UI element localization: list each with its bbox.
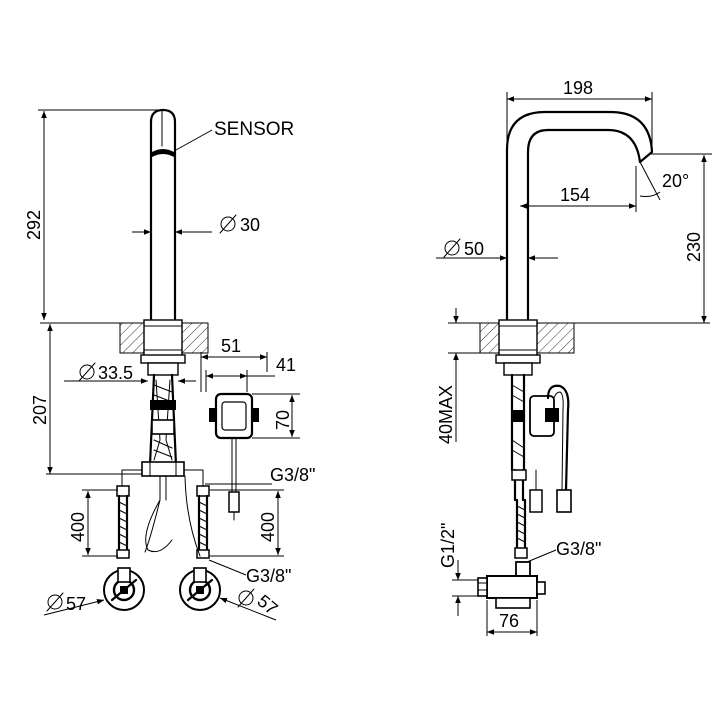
dim-198: 198 <box>563 78 593 98</box>
dim-400-right: 400 <box>258 512 278 542</box>
diameter-symbol-33-5 <box>78 362 96 382</box>
side-valve <box>477 561 546 609</box>
dim-40max: 40MAX <box>436 385 456 444</box>
left-flex-hose <box>116 485 130 559</box>
label-g38-side: G3/8" <box>556 539 601 559</box>
left-valve <box>103 567 145 611</box>
diameter-symbol-50 <box>443 238 461 258</box>
dim-30: 30 <box>240 215 260 235</box>
label-g12: G1/2" <box>438 523 458 568</box>
dim-76: 76 <box>499 611 519 631</box>
label-g38-bottom: G3/8" <box>246 566 291 586</box>
front-view: SENSOR 292 30 207 <box>24 108 315 621</box>
right-valve <box>179 567 221 611</box>
label-g38-top: G3/8" <box>270 465 315 485</box>
dim-51: 51 <box>221 336 241 356</box>
dim-400-left: 400 <box>68 512 88 542</box>
dim-41: 41 <box>276 355 296 375</box>
side-view: 198 20° 154 230 50 40MAX <box>436 78 712 636</box>
sensor-label: SENSOR <box>214 119 294 140</box>
dim-33-5: 33.5 <box>98 363 133 383</box>
right-flex-hose <box>196 485 210 559</box>
dim-angle-20: 20° <box>662 171 689 191</box>
dim-57-left: 57 <box>66 594 86 614</box>
dim-70: 70 <box>273 410 293 430</box>
dim-154: 154 <box>560 185 590 205</box>
dim-230: 230 <box>684 232 704 262</box>
diameter-symbol-57-right <box>237 588 255 608</box>
front-spout <box>149 108 177 322</box>
diameter-symbol-30 <box>219 214 237 234</box>
dim-50: 50 <box>464 239 484 259</box>
diameter-symbol-57-left <box>46 592 64 612</box>
side-spout <box>505 110 654 322</box>
dim-292: 292 <box>24 210 44 240</box>
dim-57-right: 57 <box>253 591 281 619</box>
dim-207: 207 <box>30 395 50 425</box>
sensor-window <box>152 149 174 157</box>
